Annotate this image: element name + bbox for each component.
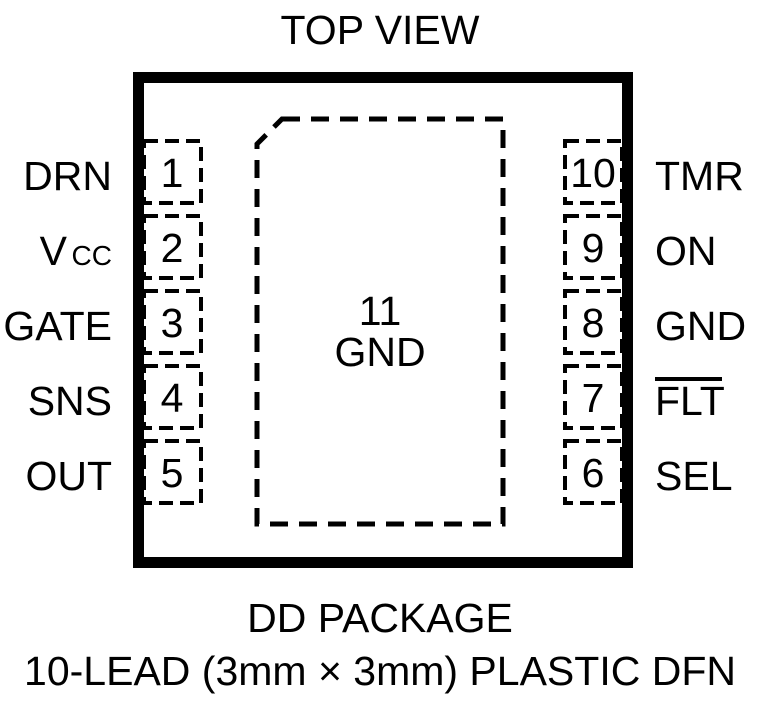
pin-label: TMR bbox=[655, 153, 744, 199]
pin-label: SEL bbox=[655, 453, 733, 499]
pin-right-7[interactable]: 7 FLT bbox=[563, 364, 725, 430]
pin-number: 3 bbox=[161, 300, 184, 346]
pin-box bbox=[142, 439, 203, 505]
pin-label: ON bbox=[655, 228, 717, 274]
pin-box bbox=[142, 364, 203, 430]
pin-right-6[interactable]: 6 SEL bbox=[563, 439, 733, 505]
pin-number: 10 bbox=[570, 150, 616, 196]
pin-number: 1 bbox=[161, 150, 184, 196]
package-spec-caption: 10-LEAD (3mm × 3mm) PLASTIC DFN bbox=[24, 648, 736, 694]
pin-number: 6 bbox=[582, 450, 605, 496]
pin-number: 2 bbox=[161, 225, 184, 271]
pin-label: FLT bbox=[655, 378, 725, 424]
pin-box bbox=[563, 139, 624, 205]
pin-box bbox=[563, 439, 624, 505]
pin-number: 4 bbox=[161, 375, 184, 421]
pin-left-3[interactable]: 3 GATE bbox=[3, 289, 203, 355]
pin-box bbox=[142, 289, 203, 355]
exposed-pad-name: GND bbox=[334, 329, 425, 375]
pin-box bbox=[142, 214, 203, 280]
pin-number: 7 bbox=[582, 375, 605, 421]
pin-left-5[interactable]: 5 OUT bbox=[25, 439, 203, 505]
pin-box bbox=[563, 214, 624, 280]
pin-left-2[interactable]: 2 CC V bbox=[40, 214, 203, 280]
pin-right-8[interactable]: 8 GND bbox=[563, 289, 746, 355]
pin-right-9[interactable]: 9 ON bbox=[563, 214, 717, 280]
pin-label: V bbox=[40, 228, 68, 274]
pin-box bbox=[142, 139, 203, 205]
pin-box bbox=[563, 364, 624, 430]
pin-left-4[interactable]: 4 SNS bbox=[28, 364, 203, 430]
pin-label: SNS bbox=[28, 378, 112, 424]
package-name-caption: DD PACKAGE bbox=[247, 595, 513, 641]
pin-label-subscript: CC bbox=[72, 240, 112, 271]
exposed-pad-number: 11 bbox=[359, 288, 402, 334]
pin-label: OUT bbox=[25, 453, 112, 499]
pin-right-10[interactable]: 10 TMR bbox=[563, 139, 744, 205]
pin-number: 9 bbox=[582, 225, 605, 271]
package-body-outline bbox=[133, 72, 633, 568]
pin-label: GND bbox=[655, 303, 746, 349]
pin-left-1[interactable]: 1 DRN bbox=[23, 139, 203, 205]
pin-label: GATE bbox=[3, 303, 112, 349]
pin-label: DRN bbox=[23, 153, 112, 199]
pin-number: 8 bbox=[582, 300, 605, 346]
pin-box bbox=[563, 289, 624, 355]
exposed-pad-outline bbox=[254, 116, 506, 527]
top-view-title: TOP VIEW bbox=[281, 7, 480, 53]
pin-number: 5 bbox=[161, 450, 184, 496]
